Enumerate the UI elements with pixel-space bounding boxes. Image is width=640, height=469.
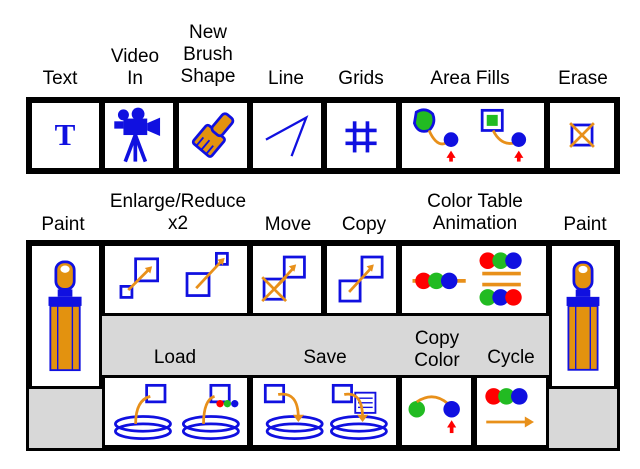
label-area-fills: Area Fills [430, 68, 510, 89]
move-icon [261, 255, 306, 303]
label-copy: Copy [341, 214, 387, 235]
cycle-button[interactable] [474, 375, 549, 448]
erase-icon [569, 122, 595, 148]
paint-brush-icon [48, 260, 82, 372]
move-button[interactable] [250, 243, 324, 316]
label-erase: Erase [558, 68, 608, 89]
video-in-button[interactable] [102, 100, 176, 171]
label-copy-color: Copy Color [414, 328, 460, 371]
line-icon [265, 115, 309, 157]
copy-color-icon [408, 395, 460, 434]
area-fills-button[interactable] [399, 100, 547, 171]
area-fill-icon [412, 108, 527, 162]
line-tool-button[interactable] [250, 100, 324, 171]
label-video-in: Video In [110, 46, 160, 89]
color-animation-icon [412, 252, 522, 306]
label-line: Line [268, 68, 304, 89]
grid-icon [345, 121, 377, 153]
enlarge-reduce-button[interactable] [102, 243, 250, 316]
label-move: Move [264, 214, 312, 235]
copy-icon [338, 255, 384, 303]
enlarge-reduce-icon [119, 251, 229, 299]
text-tool-button[interactable]: T [29, 100, 102, 171]
label-cycle: Cycle [487, 347, 535, 368]
label-load: Load [153, 347, 197, 368]
copy-button[interactable] [324, 243, 399, 316]
video-camera-icon [114, 107, 161, 163]
label-paint-left: Paint [41, 214, 85, 235]
grids-button[interactable] [324, 100, 399, 171]
load-icon [114, 383, 240, 440]
cycle-icon [485, 388, 534, 428]
save-button[interactable] [250, 375, 399, 448]
paint-right-button[interactable] [549, 243, 617, 389]
load-button[interactable] [102, 375, 250, 448]
paint-left-button[interactable] [29, 243, 102, 389]
label-color-table-animation: Color Table Animation [427, 191, 523, 234]
new-brush-shape-button[interactable] [176, 100, 250, 171]
copy-color-button[interactable] [399, 375, 474, 448]
paint-brush-icon [566, 260, 600, 371]
label-text: Text [42, 68, 78, 89]
label-new-brush-shape: New Brush Shape [180, 22, 236, 87]
label-grids: Grids [338, 68, 384, 89]
label-enlarge-reduce: Enlarge/Reduce x2 [109, 191, 247, 234]
erase-button[interactable] [547, 100, 617, 171]
save-icon [263, 383, 388, 440]
label-paint-right: Paint [563, 214, 607, 235]
text-tool-glyph: T [55, 117, 76, 152]
label-save: Save [303, 347, 347, 368]
color-table-animation-button[interactable] [399, 243, 549, 316]
brush-icon [191, 112, 235, 158]
